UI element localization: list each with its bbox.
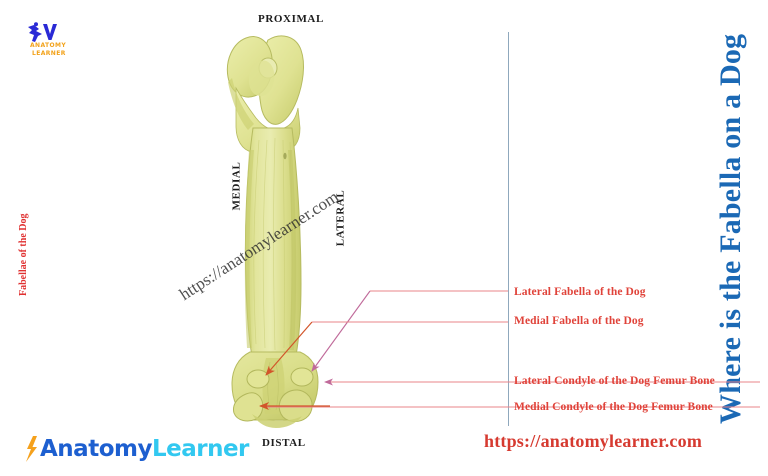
anatomylearner-badge-logo: ANATOMY LEARNER (26, 22, 72, 62)
leader-lateral-fabella (311, 290, 508, 372)
wordmark-learner: Learner (151, 436, 249, 462)
vertical-divider (508, 32, 509, 426)
lateral-condyle (233, 392, 264, 422)
badge-word-anatomy: ANATOMY (30, 42, 67, 49)
page-title-text: Where is the Fabella on a Dog (714, 33, 747, 424)
left-vertical-caption: Fabellae of the Dog (4, 178, 29, 298)
anatomylearner-wordmark: Anatomy Learner (24, 434, 249, 464)
orientation-label-lateral: LATERAL (334, 189, 347, 247)
running-figure-icon (28, 22, 57, 42)
medial-fabella (290, 367, 314, 387)
wordmark-anatomy: Anatomy (40, 436, 152, 462)
lightning-figure-icon (26, 436, 37, 462)
leader-medial-fabella (265, 321, 508, 376)
annotation-medial-condyle: Medial Condyle of the Dog Femur Bone (514, 401, 713, 413)
femur-proximal-end (226, 35, 305, 153)
badge-word-learner: LEARNER (32, 50, 66, 57)
annotation-lateral-condyle: Lateral Condyle of the Dog Femur Bone (514, 375, 715, 387)
medial-condyle (278, 389, 313, 422)
page-title-vertical: Where is the Fabella on a Dog (708, 0, 762, 430)
orientation-label-proximal: PROXIMAL (258, 13, 324, 25)
annotation-medial-fabella: Medial Fabella of the Dog (514, 315, 644, 327)
lateral-fabella (246, 369, 270, 389)
annotation-lateral-fabella: Lateral Fabella of the Dog (514, 286, 646, 298)
diagonal-watermark: https://anatomylearner.com (176, 186, 342, 304)
orientation-label-distal: DISTAL (262, 437, 306, 449)
femur-shaft (244, 127, 302, 357)
site-url-text: https://anatomylearner.com (484, 431, 703, 451)
femur-distal-end (231, 351, 319, 428)
orientation-label-medial: MEDIAL (230, 161, 243, 211)
left-caption-text: Fabellae of the Dog (18, 213, 29, 297)
